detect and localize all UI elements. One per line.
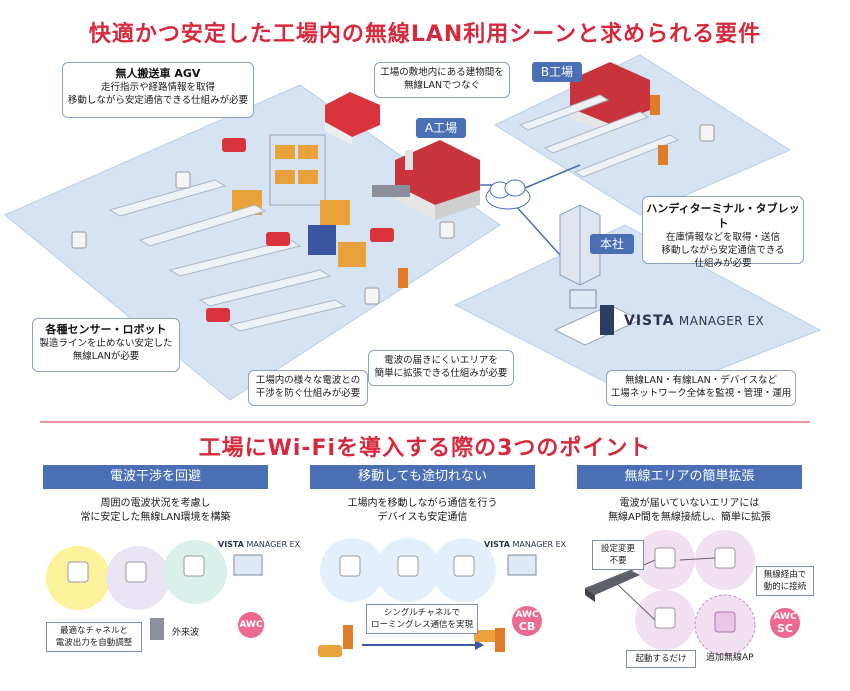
agv-robots bbox=[206, 138, 394, 322]
callout-interference-line2: 干渉を防ぐ仕組みが必要 bbox=[255, 388, 361, 399]
point3-desc-line1: 電波が届いていないエリアには bbox=[619, 498, 760, 509]
warehouse-shelves bbox=[232, 134, 366, 267]
point2-illustration bbox=[318, 538, 537, 657]
p2-badge-line2: CB bbox=[518, 620, 536, 633]
forklift bbox=[308, 225, 336, 255]
p3-added-ap-label: 追加無線AP bbox=[706, 653, 754, 663]
vista-logo-sub: MANAGER EX bbox=[678, 314, 765, 328]
p1-tag-line1: 最適なチャネルと bbox=[60, 626, 128, 636]
p2-awc-badge: AWC CB bbox=[512, 606, 542, 636]
p3-tag-mesh-line1: 無線経由で bbox=[763, 570, 807, 580]
vista-logo: VISTA MANAGER EX bbox=[624, 313, 764, 329]
callout-sensor-line2: 無線LANが必要 bbox=[72, 351, 140, 362]
p3-badge-line2: SC bbox=[777, 622, 793, 635]
callout-monitor-line2: 工場ネットワーク全体を監視・管理・運用 bbox=[610, 388, 792, 399]
link-b bbox=[519, 164, 581, 191]
point2-desc-line1: 工場内を移動しながら通信を行う bbox=[347, 498, 498, 509]
p3-tag-start: 起動するだけ bbox=[626, 650, 696, 668]
p2-tag: シングルチャネルで ローミングレス通信を実現 bbox=[366, 604, 478, 634]
callout-agv-head: 無人搬送車 AGV bbox=[115, 67, 201, 80]
callout-sensor: 各種センサー・ロボット 製造ラインを止めない安定した 無線LANが必要 bbox=[32, 318, 180, 372]
p2-tag-line1: シングルチャネルで bbox=[383, 608, 461, 618]
callout-handy-head: ハンディターミナル・タブレット bbox=[646, 202, 800, 230]
callout-sensor-head: 各種センサー・ロボット bbox=[45, 323, 167, 336]
callout-extend: 電波の届きにくいエリアを 簡単に拡張できる仕組みが必要 bbox=[368, 350, 514, 386]
cloud-icon bbox=[485, 179, 531, 210]
callout-building: 工場の敷地内にある建物間を 無線LANでつなぐ bbox=[374, 62, 510, 98]
p3-tag-mesh: 無線経由で 動的に接続 bbox=[756, 566, 814, 596]
label-b-factory: B工場 bbox=[532, 62, 582, 82]
p3-tag-mesh-line2: 動的に接続 bbox=[763, 582, 807, 592]
callout-handy-line1: 在庫情報などを取得・送信 bbox=[665, 232, 780, 243]
callout-monitor-line1: 無線LAN・有線LAN・デバイスなど bbox=[625, 375, 777, 386]
point1-illustration bbox=[46, 540, 263, 640]
callout-building-line2: 無線LANでつなぐ bbox=[403, 80, 481, 91]
workers bbox=[398, 95, 668, 288]
p1-tag: 最適なチャネルと 電波出力を自動調整 bbox=[46, 622, 142, 652]
point3-illustration bbox=[585, 530, 756, 656]
point1-title: 電波干渉を回避 bbox=[43, 465, 268, 489]
callout-handy-line3: 仕組みが必要 bbox=[694, 258, 752, 269]
main-title: 快適かつ安定した工場内の無線LAN利用シーンと求められる要件 bbox=[88, 22, 762, 47]
point2-title: 移動しても途切れない bbox=[310, 465, 535, 489]
callout-building-line1: 工場の敷地内にある建物間を bbox=[380, 67, 504, 78]
point2-desc-line2: デバイスも安定通信 bbox=[377, 512, 468, 523]
access-points bbox=[71, 124, 715, 305]
callout-sensor-line1: 製造ラインを止めない安定した bbox=[39, 338, 173, 349]
vista-logo-main: VISTA bbox=[624, 313, 675, 329]
p1-awc-badge: AWC bbox=[238, 612, 264, 638]
hq-desk bbox=[553, 289, 642, 346]
point3-desc: 電波が届いていないエリアには 無線AP間を無線接続し、簡単に拡張 bbox=[577, 497, 802, 525]
point3-title: 無線エリアの簡単拡張 bbox=[577, 465, 802, 489]
hq-building bbox=[559, 204, 601, 286]
point1-desc: 周囲の電波状況を考慮し 常に安定した無線LAN環境を構築 bbox=[43, 497, 268, 525]
callout-agv: 無人搬送車 AGV 走行指示や経路情報を取得 移動しながら安定通信できる仕組みが… bbox=[62, 62, 254, 118]
callout-extend-line1: 電波の届きにくいエリアを bbox=[384, 355, 498, 366]
callout-agv-line1: 走行指示や経路情報を取得 bbox=[100, 82, 215, 93]
p1-vista-sub: MANAGER EX bbox=[246, 540, 301, 549]
switch-box bbox=[372, 185, 410, 197]
callout-handy-line2: 移動しながら安定通信できる bbox=[661, 245, 785, 256]
label-a-factory: A工場 bbox=[416, 118, 466, 138]
conveyor-lines bbox=[108, 179, 347, 332]
p2-vista-sub: MANAGER EX bbox=[512, 540, 567, 549]
callout-extend-line2: 簡単に拡張できる仕組みが必要 bbox=[374, 368, 508, 379]
p3-tag-nochange-line1: 設定変更 bbox=[600, 544, 635, 554]
p1-tag-line2: 電波出力を自動調整 bbox=[55, 638, 133, 648]
b-conveyors bbox=[518, 94, 680, 178]
callout-monitor: 無線LAN・有線LAN・デバイスなど 工場ネットワーク全体を監視・管理・運用 bbox=[606, 370, 796, 406]
callout-agv-line2: 移動しながら安定通信できる仕組みが必要 bbox=[67, 95, 249, 106]
p1-noise-label: 外来波 bbox=[172, 628, 200, 638]
link-hq bbox=[514, 204, 561, 256]
callout-handy: ハンディターミナル・タブレット 在庫情報などを取得・送信 移動しながら安定通信で… bbox=[642, 196, 804, 269]
label-hq: 本社 bbox=[590, 234, 634, 254]
point1-desc-line1: 周囲の電波状況を考慮し bbox=[100, 498, 211, 509]
p3-tag-nochange: 設定変更 不要 bbox=[592, 540, 644, 570]
points-title: 工場にWi-Fiを導入する際の3つのポイント bbox=[198, 436, 652, 461]
p2-vista-logo: VISTA MANAGER EX bbox=[484, 540, 566, 549]
p3-tag-nochange-line2: 不要 bbox=[609, 556, 627, 566]
point2-desc: 工場内を移動しながら通信を行う デバイスも安定通信 bbox=[310, 497, 535, 525]
callout-interference-line1: 工場内の様々な電波との bbox=[255, 375, 361, 386]
p3-badge-line1: AWC bbox=[773, 612, 797, 622]
callout-interference: 工場内の様々な電波との 干渉を防ぐ仕組みが必要 bbox=[248, 370, 368, 406]
point1-desc-line2: 常に安定した無線LAN環境を構築 bbox=[80, 512, 231, 523]
point3-desc-line2: 無線AP間を無線接続し、簡単に拡張 bbox=[608, 512, 771, 523]
p2-tag-line2: ローミングレス通信を実現 bbox=[370, 620, 473, 630]
p3-awc-badge: AWC SC bbox=[770, 608, 800, 638]
building-small bbox=[325, 92, 380, 145]
p2-badge-line1: AWC bbox=[515, 610, 539, 620]
p2-vista-main: VISTA bbox=[484, 540, 510, 549]
p1-vista-logo: VISTA MANAGER EX bbox=[218, 540, 300, 549]
p1-vista-main: VISTA bbox=[218, 540, 244, 549]
